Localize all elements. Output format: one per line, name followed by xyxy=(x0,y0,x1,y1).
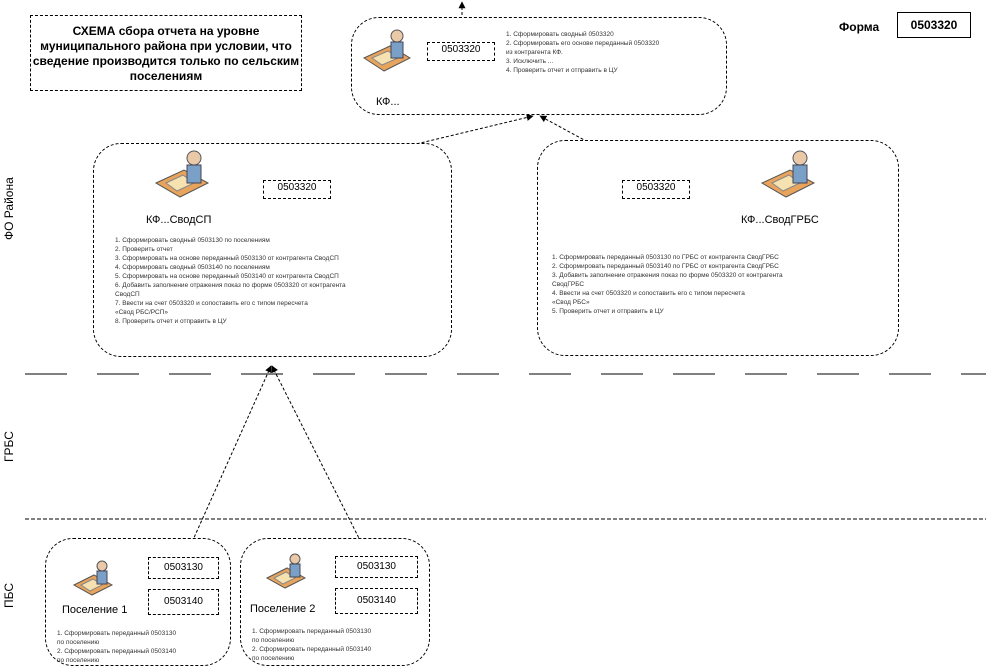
settlement-2-name: Поселение 2 xyxy=(250,603,316,615)
settlement-2-code-1: 0503130 xyxy=(335,556,418,578)
user-icon xyxy=(362,29,412,72)
node-svod-grbs xyxy=(537,140,899,356)
user-icon xyxy=(760,150,816,198)
svod-grbs-tasks: 1. Сформировать переданный 0503130 по ГР… xyxy=(552,254,783,315)
user-icon xyxy=(154,150,210,198)
svod-sp-name: КФ...СводСП xyxy=(146,214,212,226)
top-node-tasks: 1. Сформировать сводный 0503320 2. Сформ… xyxy=(506,31,660,74)
row-label-fo: ФО Района xyxy=(2,177,16,240)
settlement-1-code-2: 0503140 xyxy=(148,589,219,615)
settlement-1-tasks: 1. Сформировать переданный 0503130 по по… xyxy=(57,630,177,664)
settlement-1-name: Поселение 1 xyxy=(62,604,128,616)
forma-label: Форма xyxy=(839,20,880,34)
user-icon xyxy=(72,560,114,596)
svod-grbs-code-box: 0503320 xyxy=(622,180,690,199)
row-label-grbs: ГРБС xyxy=(2,431,16,462)
svod-sp-tasks: 1. Сформировать сводный 0503130 по посел… xyxy=(115,237,346,325)
top-node-name: КФ... xyxy=(376,96,400,108)
svod-grbs-name: КФ...СводГРБС xyxy=(741,214,819,226)
settlement-1-code-1: 0503130 xyxy=(148,557,219,579)
settlement-2-code-2: 0503140 xyxy=(335,588,418,614)
svod-sp-code-box: 0503320 xyxy=(263,180,331,199)
node-top xyxy=(351,17,727,115)
arrow-settlement2-to-svodsp xyxy=(271,365,371,561)
settlement-2-tasks: 1. Сформировать переданный 0503130 по по… xyxy=(252,628,372,662)
node-svod-sp xyxy=(93,143,452,357)
user-icon xyxy=(265,553,307,589)
arrow-settlement1-to-svodsp xyxy=(183,365,272,561)
top-code-box: 0503320 xyxy=(427,42,495,61)
diagram-title: СХЕМА сбора отчета на уровне муниципальн… xyxy=(30,15,302,91)
forma-code: 0503320 xyxy=(897,12,971,38)
row-label-pbs: ПБС xyxy=(2,582,16,608)
